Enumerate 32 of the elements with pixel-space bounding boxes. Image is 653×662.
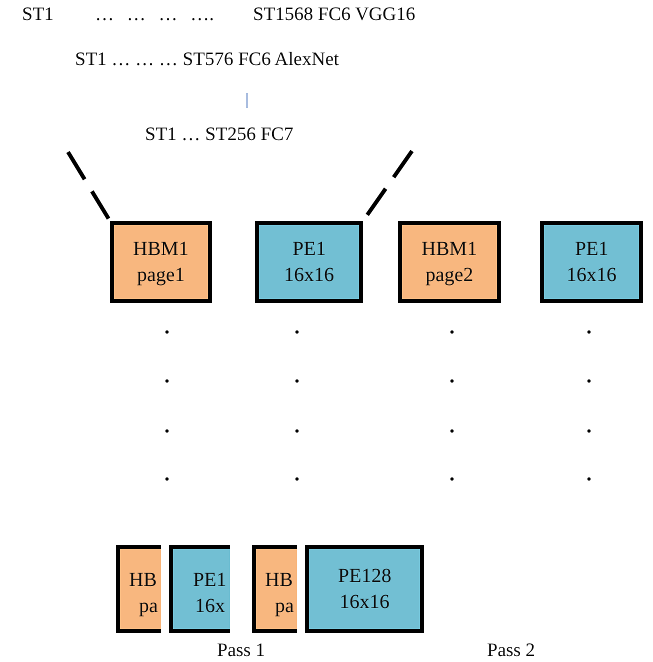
box-title: HBM1 xyxy=(133,238,189,260)
box-subtitle: 16x16 xyxy=(284,264,334,286)
box-subtitle: 16x16 xyxy=(566,264,616,286)
processing-element-box xyxy=(540,221,643,303)
layer-label: ST1568 FC6 VGG16 xyxy=(253,4,416,26)
layer-label: ST1 xyxy=(22,4,54,26)
layer-label: ST1 … … … ST576 FC6 AlexNet xyxy=(75,49,339,71)
pass-label: Pass 2 xyxy=(487,640,536,662)
box-title: HB xyxy=(129,569,157,591)
memory-page-box xyxy=(110,221,212,303)
box-title: HB xyxy=(265,569,293,591)
memory-page-box xyxy=(398,221,501,303)
box-subtitle: page1 xyxy=(137,264,185,286)
box-title: PE1 xyxy=(193,569,226,591)
pass-label: Pass 1 xyxy=(217,640,266,662)
box-title: PE1 xyxy=(292,238,326,260)
layer-label: ST1 … ST256 FC7 xyxy=(145,124,294,146)
processing-element-box xyxy=(255,221,363,303)
box-title: HBM1 xyxy=(422,238,478,260)
processing-element-box xyxy=(169,545,230,633)
processing-element-box xyxy=(305,545,424,633)
box-subtitle: page2 xyxy=(426,264,474,286)
layer-label: … … … …. xyxy=(95,4,214,26)
box-subtitle: pa xyxy=(275,595,294,617)
memory-page-box xyxy=(116,545,161,633)
box-title: PE128 xyxy=(338,565,392,587)
box-subtitle: 16x xyxy=(195,595,225,617)
box-subtitle: 16x16 xyxy=(340,591,390,613)
memory-page-box xyxy=(252,545,297,633)
box-subtitle: pa xyxy=(139,595,158,617)
box-title: PE1 xyxy=(575,238,608,260)
dashed-line xyxy=(66,150,112,222)
